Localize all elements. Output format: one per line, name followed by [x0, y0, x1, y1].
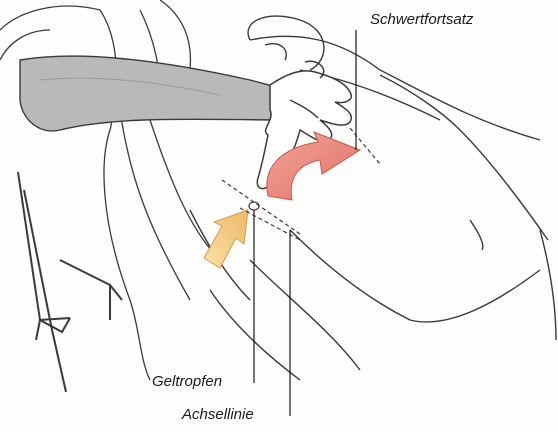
gel-drop [249, 202, 259, 210]
patient-body [190, 16, 556, 380]
yellow-insertion-arrow-icon [204, 210, 248, 268]
examiner-body [0, 0, 220, 380]
examiner-arm [20, 56, 290, 131]
label-xiphoid: Schwertfortsatz [370, 12, 473, 27]
label-gel-drop: Geltropfen [152, 374, 222, 389]
label-axillary-line: Achsellinie [182, 407, 254, 422]
